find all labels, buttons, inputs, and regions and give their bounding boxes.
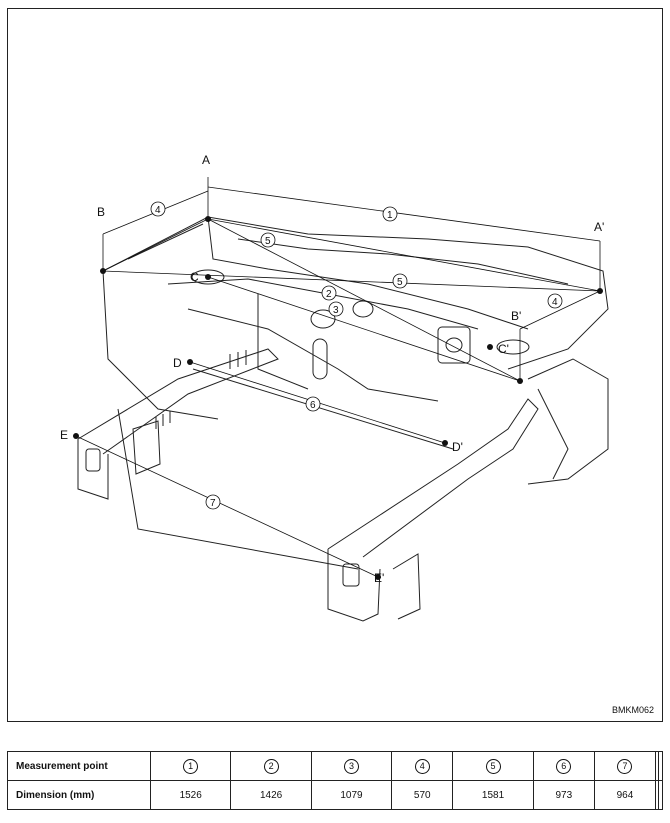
callout-5-left: 5 (265, 236, 271, 247)
label-c-prime: C' (498, 342, 509, 356)
dimension-cell: 1426 (230, 780, 312, 810)
point-cell: 6 (532, 751, 595, 781)
label-d: D (173, 356, 182, 370)
dimension-cell: 973 (532, 780, 595, 810)
point-cell: 5 (452, 751, 534, 781)
diagram-frame: A B A' B' C C' D D' E E' 1 2 3 4 4 5 5 6… (7, 8, 663, 722)
callout-5-right: 5 (397, 277, 403, 288)
point-cell: 2 (230, 751, 312, 781)
label-e-prime: E' (374, 571, 384, 585)
point-cell: 4 (391, 751, 454, 781)
body-frame-diagram: A B A' B' C C' D D' E E' 1 2 3 4 4 5 5 6… (60, 153, 609, 622)
figure-code: BMKM062 (611, 705, 654, 715)
dimension-cell-empty (654, 780, 660, 810)
dimension-cell-empty (658, 780, 663, 810)
dimension-cell: 570 (391, 780, 454, 810)
measurement-table: Measurement point 1 2 3 4 5 6 7 Dimensio… (7, 751, 663, 810)
label-a-prime: A' (594, 220, 604, 234)
label-a: A (202, 153, 210, 167)
label-b: B (97, 205, 105, 219)
label-d-prime: D' (452, 440, 463, 454)
point-cell: 3 (310, 751, 393, 781)
dimension-cell: 1581 (452, 780, 534, 810)
label-b-prime: B' (511, 309, 521, 323)
row-header-points: Measurement point (7, 751, 151, 781)
callout-6: 6 (310, 400, 316, 411)
point-cell: 1 (149, 751, 232, 781)
dimension-cell: 1526 (149, 780, 232, 810)
callout-3: 3 (333, 305, 339, 316)
row-header-dimensions: Dimension (mm) (7, 780, 151, 810)
table-row-dimensions: Dimension (mm) 1526 1426 1079 570 1581 9… (7, 780, 663, 810)
point-cell: 7 (593, 751, 657, 781)
callout-7: 7 (210, 498, 216, 509)
callout-4-right: 4 (552, 297, 558, 308)
point-cell-empty (658, 751, 663, 781)
dimension-cell: 1079 (310, 780, 393, 810)
label-e: E (60, 428, 68, 442)
callout-1: 1 (387, 210, 393, 221)
label-c: C (190, 270, 199, 284)
table-row-points: Measurement point 1 2 3 4 5 6 7 (7, 751, 663, 781)
callout-4-left: 4 (155, 205, 161, 216)
dimension-cell: 964 (593, 780, 657, 810)
callout-2: 2 (326, 289, 332, 300)
